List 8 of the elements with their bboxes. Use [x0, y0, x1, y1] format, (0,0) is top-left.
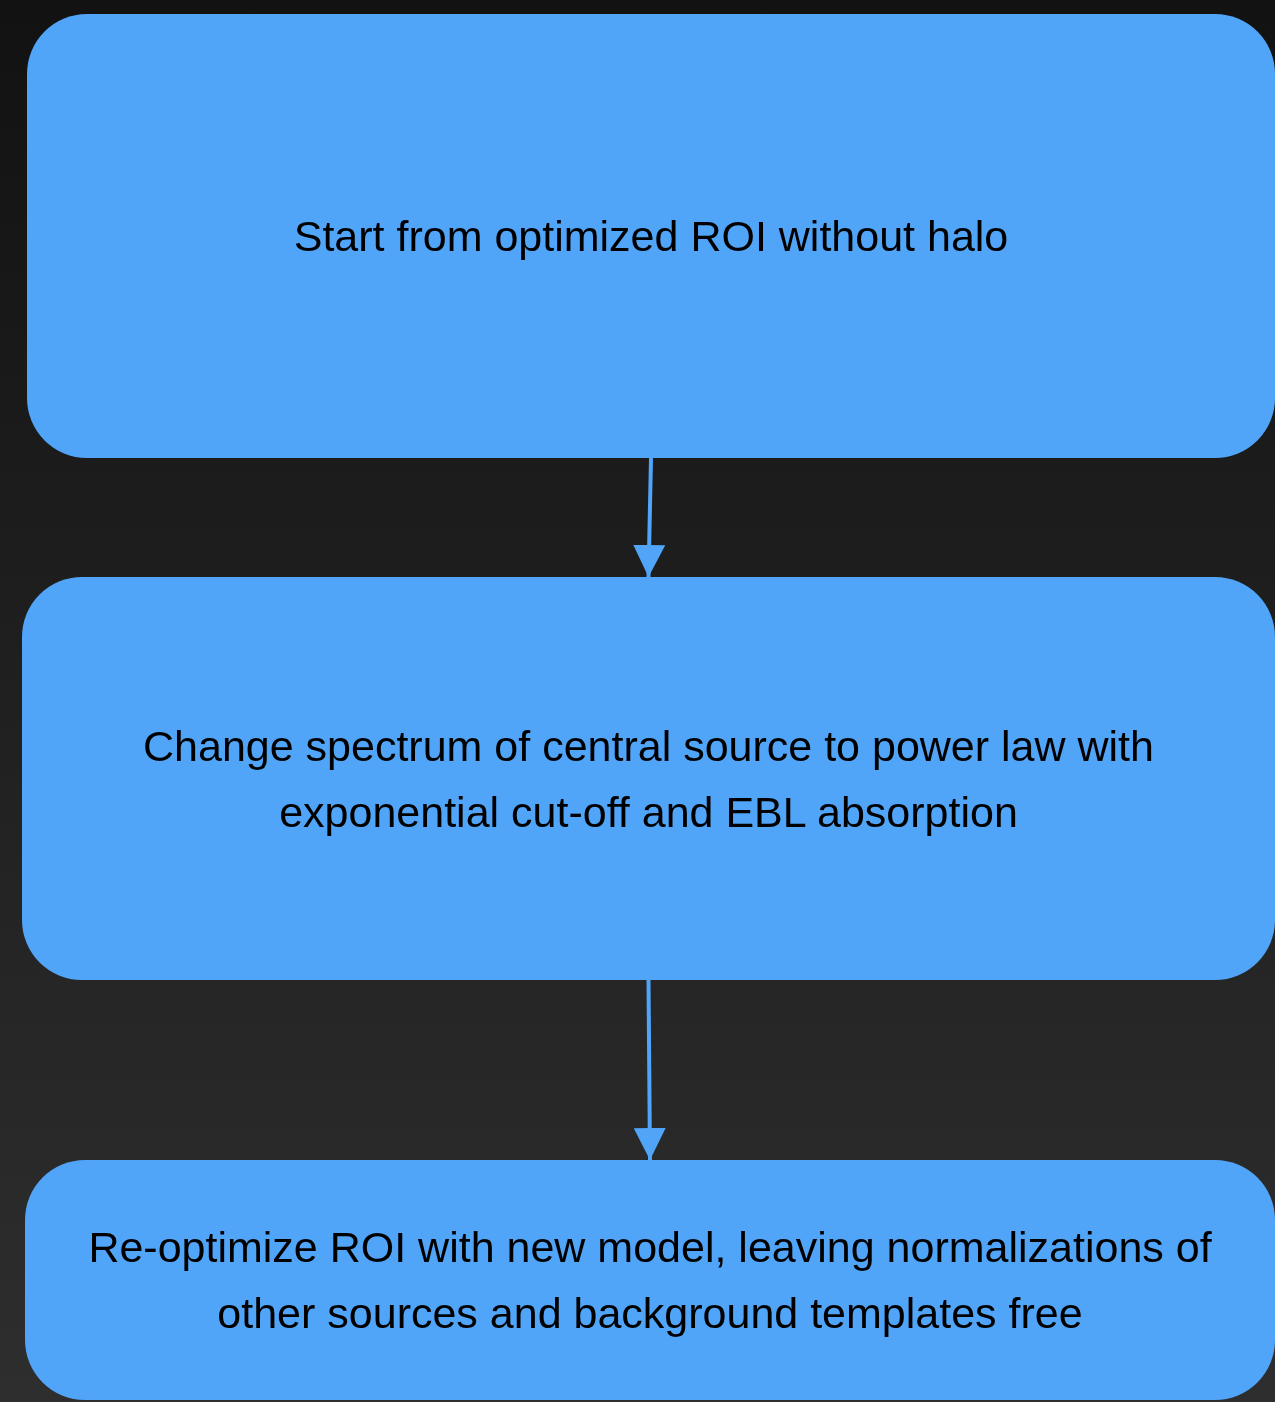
- box-text: Change spectrum of central source to power law with exponential cut-off and EBL absorption: [142, 720, 1155, 838]
- arrow: [633, 980, 666, 1160]
- box-text: Re-optimize ROI with new model, leaving normalizations of other sources and background templates free: [87, 1222, 1213, 1339]
- process-box: [27, 14, 1275, 458]
- process-box: [25, 1160, 1275, 1400]
- box-text: Start from optimized ROI without halo: [293, 211, 1009, 262]
- process-box: [22, 577, 1275, 980]
- arrow: [633, 457, 666, 578]
